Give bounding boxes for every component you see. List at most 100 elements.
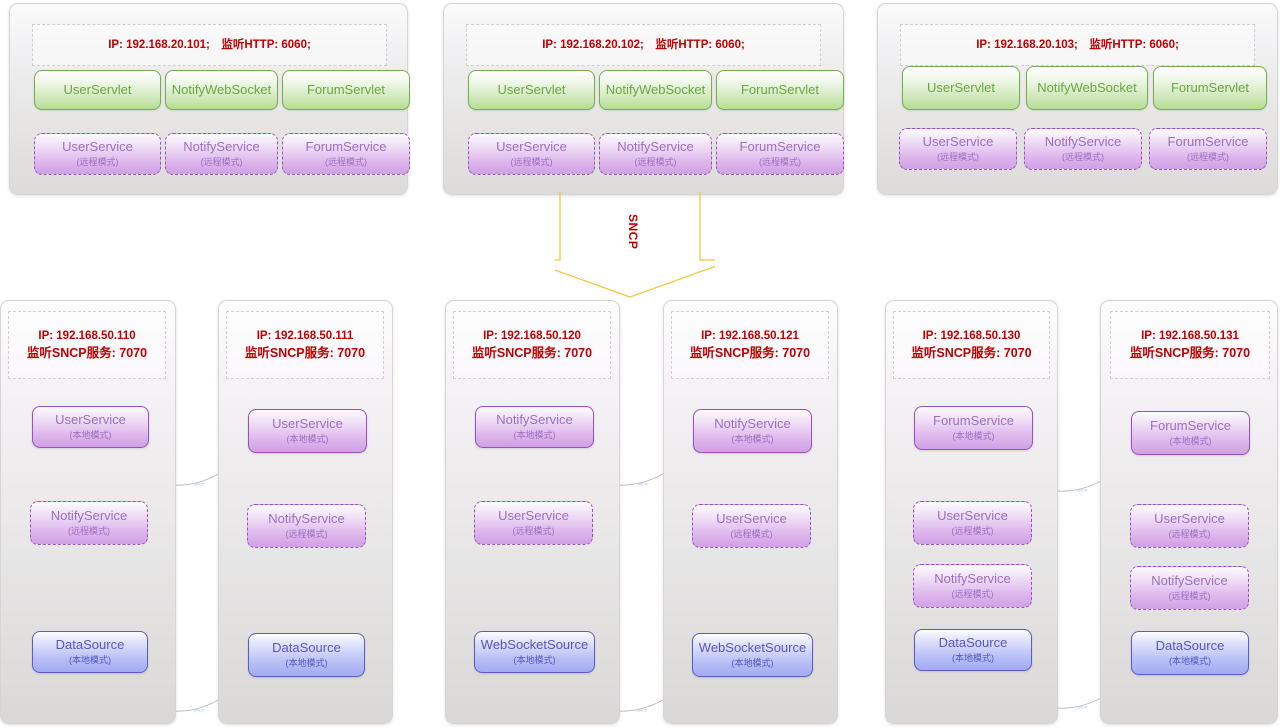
- service-name: NotifyService: [183, 139, 260, 155]
- servlet-box[interactable]: UserServlet: [902, 66, 1020, 110]
- component-mode: (远程模式): [512, 526, 555, 537]
- ip-address: IP: 192.168.20.102; 监听HTTP: 6060;: [542, 38, 745, 51]
- service-box[interactable]: NotifyService (远程模式): [599, 133, 712, 175]
- service-node-panel: IP: 192.168.50.131 监听SNCP服务: 7070 ForumS…: [1100, 300, 1278, 724]
- servlet-name: ForumServlet: [740, 81, 820, 97]
- servlet-box[interactable]: UserServlet: [468, 70, 595, 110]
- component-mode: (本地模式): [952, 653, 994, 664]
- component-box[interactable]: DataSource (本地模式): [32, 631, 148, 673]
- service-mode: (远程模式): [759, 157, 801, 168]
- component-name: UserService: [498, 508, 569, 524]
- component-mode: (本地模式): [285, 658, 328, 669]
- ip-address: IP: 192.168.20.103; 监听HTTP: 6060;: [976, 38, 1179, 51]
- servlet-box[interactable]: ForumServlet: [716, 70, 844, 110]
- component-box[interactable]: DataSource (本地模式): [248, 633, 365, 677]
- servlet-name: UserServlet: [927, 79, 995, 95]
- app-node-panel: IP: 192.168.20.101; 监听HTTP: 6060; UserSe…: [9, 3, 410, 195]
- ip-port: 监听SNCP服务: 7070: [911, 346, 1032, 361]
- ip-header: IP: 192.168.50.111 监听SNCP服务: 7070: [226, 311, 384, 379]
- servlet-name: ForumServlet: [306, 81, 386, 97]
- service-mode: (远程模式): [510, 157, 553, 168]
- component-box[interactable]: NotifyService (本地模式): [693, 409, 812, 453]
- ip-port: 监听SNCP服务: 7070: [1129, 346, 1251, 361]
- component-box[interactable]: WebSocketSource (本地模式): [692, 633, 813, 677]
- service-mode: (远程模式): [1187, 152, 1229, 163]
- component-box[interactable]: UserService (本地模式): [248, 409, 367, 453]
- service-node-panel: IP: 192.168.50.120 监听SNCP服务: 7070 Notify…: [445, 300, 620, 724]
- component-box[interactable]: UserService (本地模式): [32, 406, 149, 448]
- ip-header: IP: 192.168.20.101; 监听HTTP: 6060;: [32, 24, 387, 66]
- component-box[interactable]: UserService (远程模式): [474, 501, 593, 545]
- service-box[interactable]: UserService (远程模式): [468, 133, 595, 175]
- component-mode: (远程模式): [730, 529, 773, 540]
- service-name: NotifyService: [1044, 134, 1122, 150]
- ip-port: 监听SNCP服务: 7070: [244, 346, 366, 361]
- component-box[interactable]: NotifyService (远程模式): [1130, 566, 1249, 610]
- ip-header: IP: 192.168.50.131 监听SNCP服务: 7070: [1110, 311, 1270, 379]
- component-box[interactable]: NotifyService (远程模式): [247, 504, 366, 548]
- servlet-box[interactable]: ForumServlet: [1153, 66, 1267, 110]
- component-mode: (本地模式): [731, 434, 774, 445]
- service-mode: (远程模式): [1062, 152, 1104, 163]
- servlet-box[interactable]: ForumServlet: [282, 70, 410, 110]
- sncp-arrow-icon: [555, 192, 715, 298]
- component-box[interactable]: ForumService (本地模式): [914, 406, 1033, 450]
- servlet-box[interactable]: NotifyWebSocket: [1026, 66, 1148, 110]
- servlet-name: ForumServlet: [1170, 79, 1250, 95]
- component-box[interactable]: NotifyService (远程模式): [30, 501, 148, 545]
- component-name: ForumService: [1150, 418, 1231, 434]
- service-mode: (远程模式): [200, 157, 243, 168]
- link-label: SNCP: [636, 481, 648, 487]
- component-box[interactable]: WebSocketSource (本地模式): [474, 631, 595, 673]
- component-name: NotifyService: [50, 508, 128, 524]
- component-mode: (远程模式): [1168, 591, 1211, 602]
- service-box[interactable]: ForumService (远程模式): [716, 133, 844, 175]
- ip-address: IP: 192.168.50.121: [701, 329, 799, 342]
- service-box[interactable]: ForumService (远程模式): [282, 133, 410, 175]
- service-box[interactable]: UserService (远程模式): [899, 128, 1017, 170]
- component-name: DataSource: [938, 635, 1008, 651]
- service-box[interactable]: ForumService (远程模式): [1149, 128, 1267, 170]
- service-box[interactable]: NotifyService (远程模式): [1024, 128, 1142, 170]
- component-box[interactable]: UserService (远程模式): [913, 501, 1032, 545]
- service-name: ForumService: [739, 139, 821, 155]
- service-box[interactable]: NotifyService (远程模式): [165, 133, 278, 175]
- component-name: UserService: [1154, 511, 1225, 527]
- component-box[interactable]: DataSource (本地模式): [914, 629, 1032, 671]
- service-name: UserService: [496, 139, 567, 155]
- component-mode: (远程模式): [951, 589, 994, 600]
- component-name: NotifyService: [934, 571, 1011, 587]
- ip-address: IP: 192.168.50.120: [483, 329, 581, 342]
- component-box[interactable]: ForumService (本地模式): [1131, 411, 1250, 455]
- component-name: UserService: [55, 412, 126, 428]
- component-mode: (本地模式): [69, 655, 111, 666]
- service-name: UserService: [62, 139, 133, 155]
- component-name: NotifyService: [496, 412, 573, 428]
- servlet-name: NotifyWebSocket: [605, 81, 706, 97]
- link-label: SNCP: [1076, 487, 1088, 493]
- service-name: UserService: [922, 134, 994, 150]
- component-box[interactable]: UserService (远程模式): [692, 504, 811, 548]
- ip-address: IP: 192.168.50.110: [38, 329, 136, 342]
- servlet-box[interactable]: UserServlet: [34, 70, 161, 110]
- component-name: DataSource: [272, 640, 341, 656]
- service-node-panel: IP: 192.168.50.110 监听SNCP服务: 7070 UserSe…: [0, 300, 176, 724]
- component-box[interactable]: NotifyService (本地模式): [475, 406, 594, 448]
- component-box[interactable]: UserService (远程模式): [1130, 504, 1249, 548]
- component-name: UserService: [272, 416, 343, 432]
- component-mode: (本地模式): [69, 430, 112, 441]
- component-name: DataSource: [1155, 638, 1225, 654]
- component-box[interactable]: NotifyService (远程模式): [913, 564, 1032, 608]
- component-name: ForumService: [933, 413, 1014, 429]
- ip-address: IP: 192.168.50.130: [922, 329, 1021, 342]
- component-mode: (本地模式): [1169, 436, 1212, 447]
- service-mode: (远程模式): [325, 157, 367, 168]
- servlet-box[interactable]: NotifyWebSocket: [599, 70, 712, 110]
- component-name: UserService: [716, 511, 787, 527]
- service-node-panel: IP: 192.168.50.130 监听SNCP服务: 7070 ForumS…: [885, 300, 1058, 724]
- app-node-panel: IP: 192.168.20.103; 监听HTTP: 6060; UserSe…: [877, 3, 1278, 195]
- servlet-box[interactable]: NotifyWebSocket: [165, 70, 278, 110]
- service-box[interactable]: UserService (远程模式): [34, 133, 161, 175]
- component-box[interactable]: DataSource (本地模式): [1131, 631, 1249, 675]
